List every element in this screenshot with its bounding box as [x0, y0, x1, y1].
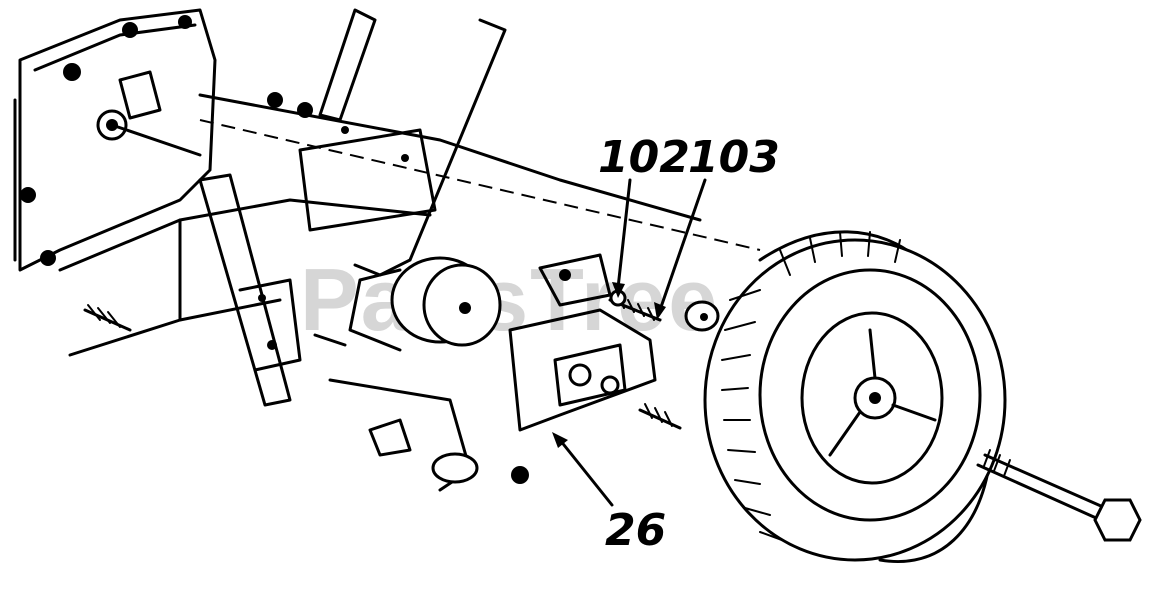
lower-frame — [83, 304, 529, 492]
callout-26: 26 — [605, 505, 666, 556]
washer-103 — [684, 300, 720, 332]
callout-102: 102 — [598, 132, 690, 183]
pulley-assembly — [348, 256, 502, 352]
handle-assembly — [198, 8, 507, 407]
wheel — [703, 230, 1007, 563]
watermark-text: PartsTree — [300, 250, 719, 349]
axle-bolt-long — [976, 449, 1142, 542]
engine-housing — [13, 8, 313, 272]
leader-lines — [552, 178, 707, 507]
callout-103: 103 — [688, 132, 780, 183]
frame-beam — [58, 93, 761, 357]
wheel-bracket — [508, 253, 682, 432]
